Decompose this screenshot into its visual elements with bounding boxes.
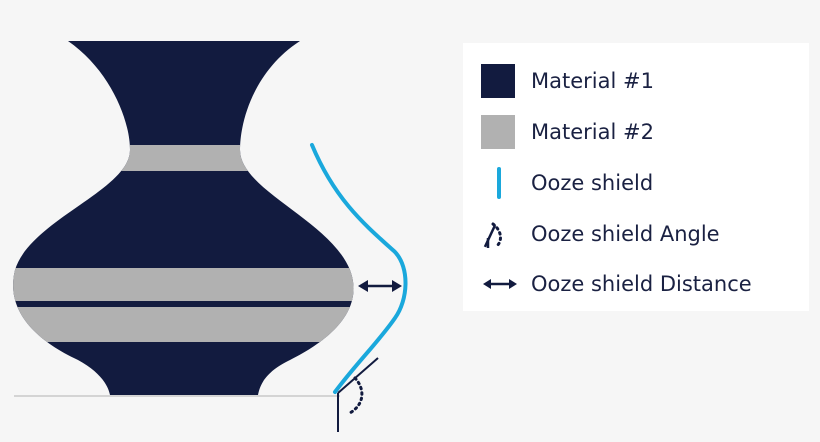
- legend-item-ooze-shield-distance: Ooze shield Distance: [463, 264, 809, 304]
- navy-swatch: [481, 64, 515, 98]
- legend-label: Material #1: [531, 69, 654, 93]
- legend-label: Ooze shield: [531, 171, 654, 195]
- legend-item-material-2: Material #2: [463, 112, 809, 152]
- legend-label: Ooze shield Distance: [531, 272, 752, 296]
- legend-item-material-1: Material #1: [463, 61, 809, 101]
- angle-icon: [483, 222, 502, 248]
- legend-item-ooze-shield-angle: Ooze shield Angle: [463, 214, 809, 254]
- legend-label: Ooze shield Angle: [531, 222, 720, 246]
- blue-line-icon: [497, 167, 501, 199]
- legend-label: Material #2: [531, 120, 654, 144]
- upper-body-band: [13, 268, 354, 301]
- distance-arrow: [358, 280, 402, 292]
- legend: Material #1 Material #2 Ooze shield Ooze…: [463, 43, 809, 311]
- shield-angle-indicator: [337, 357, 379, 432]
- lower-body-band: [13, 307, 354, 342]
- ooze-shield: [310, 143, 408, 394]
- gray-swatch: [481, 115, 515, 149]
- double-arrow-icon: [483, 279, 517, 289]
- vase-body: [13, 41, 354, 395]
- legend-item-ooze-shield: Ooze shield: [463, 163, 809, 203]
